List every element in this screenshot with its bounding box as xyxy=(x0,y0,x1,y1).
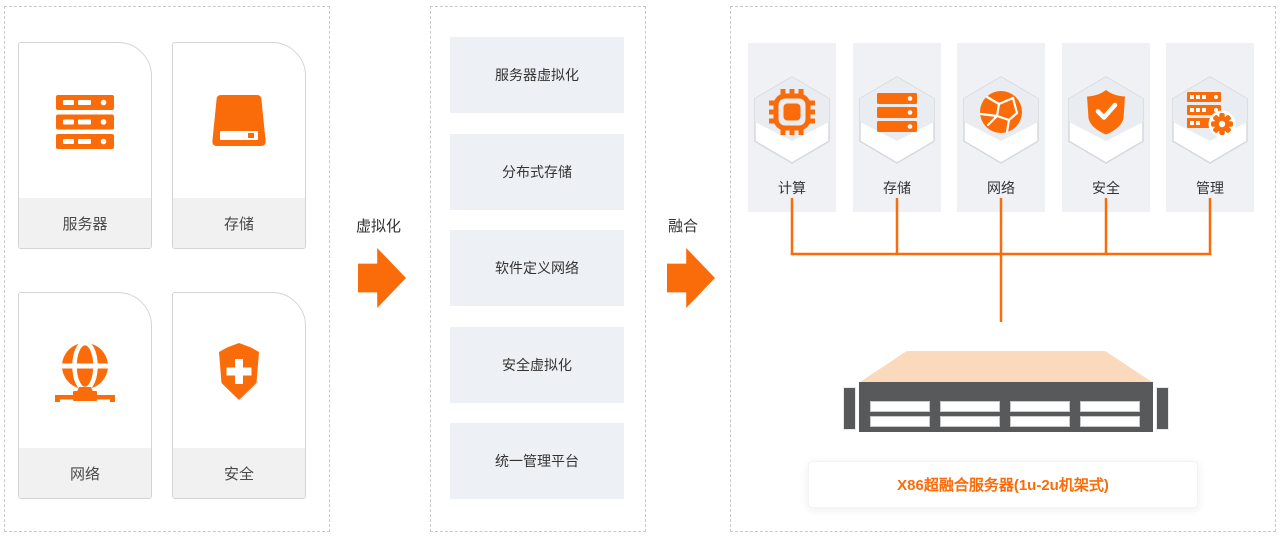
card-network: 网络 xyxy=(18,292,152,499)
server-drive-slot xyxy=(940,416,1000,427)
node-label: 网络 xyxy=(987,180,1015,196)
storage-disk-icon xyxy=(173,43,305,200)
server-caption: X86超融合服务器(1u-2u机架式) xyxy=(808,461,1198,508)
node-compute: 计算 xyxy=(748,43,836,212)
server-gear-icon xyxy=(1187,92,1236,138)
midbox-server-virtualization: 服务器虚拟化 xyxy=(450,37,624,113)
server-drive-slot xyxy=(1010,416,1070,427)
midbox-security-virtualization: 安全虚拟化 xyxy=(450,327,624,403)
midbox-distributed-storage: 分布式存储 xyxy=(450,134,624,210)
node-label: 存储 xyxy=(883,180,911,196)
node-network: 网络 xyxy=(957,43,1045,212)
network-sphere-icon xyxy=(979,91,1022,134)
node-label: 计算 xyxy=(778,180,806,196)
storage-stack-icon xyxy=(877,93,917,132)
server-left-ear xyxy=(843,387,856,430)
server-drive-slot xyxy=(870,416,930,427)
card-label: 服务器 xyxy=(19,198,151,248)
right-arrow-icon xyxy=(358,248,406,308)
card-security: 安全 xyxy=(172,292,306,499)
card-label: 安全 xyxy=(173,448,305,498)
cpu-chip-icon xyxy=(769,89,815,135)
convergence-arrow-label: 融合 xyxy=(668,218,699,235)
midbox-sdn: 软件定义网络 xyxy=(450,230,624,306)
server-drive-slot xyxy=(940,401,1000,412)
card-label: 存储 xyxy=(173,198,305,248)
server-right-ear xyxy=(1156,387,1169,430)
node-management: 管理 xyxy=(1166,43,1254,212)
physical-resources-panel: 服务器 存储 xyxy=(4,6,330,532)
virtualization-arrow-label: 虚拟化 xyxy=(356,218,402,235)
node-label: 安全 xyxy=(1092,180,1120,196)
node-label: 管理 xyxy=(1196,180,1224,196)
server-drive-slot xyxy=(1080,416,1140,427)
right-arrow-icon xyxy=(667,248,715,308)
server-top-cover xyxy=(860,351,1152,382)
server-drive-slot xyxy=(1080,401,1140,412)
server-drive-slot xyxy=(1010,401,1070,412)
shield-plus-icon xyxy=(173,293,305,450)
card-storage: 存储 xyxy=(172,42,306,249)
node-storage: 存储 xyxy=(853,43,941,212)
shield-check-icon xyxy=(1087,90,1125,135)
node-security: 安全 xyxy=(1062,43,1150,212)
card-label: 网络 xyxy=(19,448,151,498)
server-rack-icon xyxy=(19,43,151,200)
midbox-unified-management: 统一管理平台 xyxy=(450,423,624,499)
server-drive-slot xyxy=(870,401,930,412)
network-globe-icon xyxy=(19,293,151,450)
card-server: 服务器 xyxy=(18,42,152,249)
